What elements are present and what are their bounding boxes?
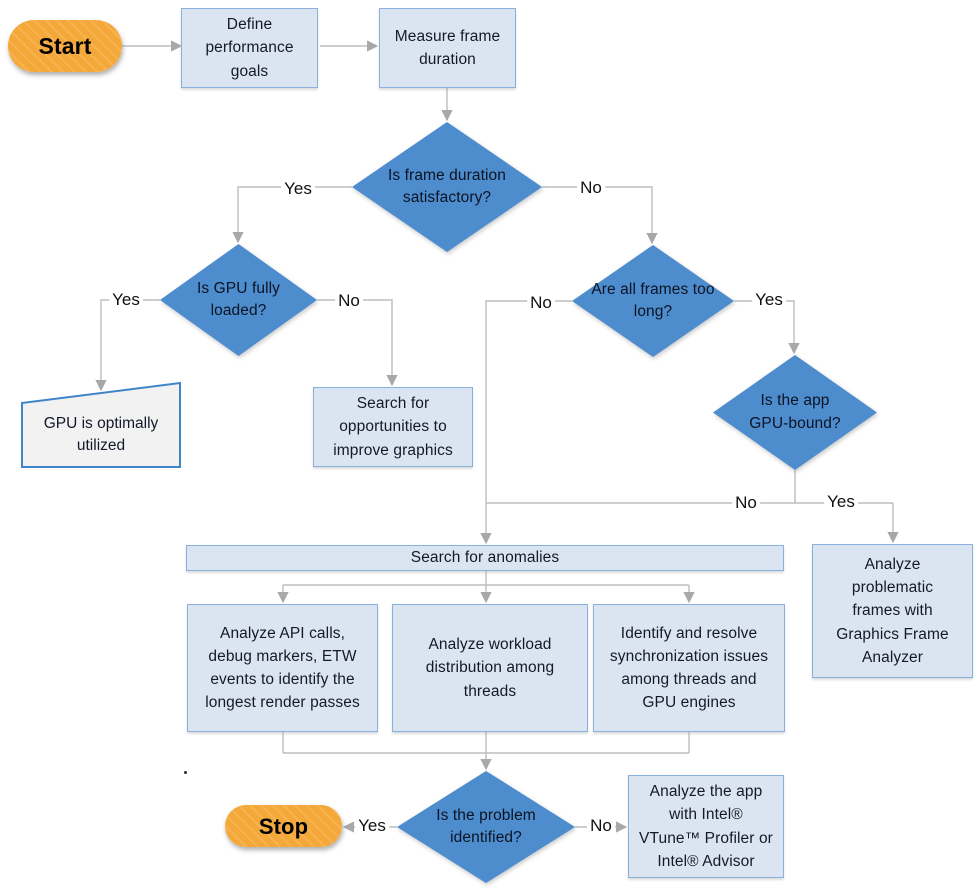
edge-label-d1-no: No bbox=[577, 178, 605, 198]
node-search-opportunities: Search for opportunities to improve grap… bbox=[313, 387, 473, 467]
node-identify-sync-issues: Identify and resolve synchronization iss… bbox=[593, 604, 785, 732]
decision-problem-identified: Is the problem identified? bbox=[397, 771, 575, 883]
decision-all-frames-too-long: Are all frames too long? bbox=[572, 245, 734, 357]
edge-label-d5-no: No bbox=[587, 816, 615, 836]
decision-label: Is frame duration satisfactory? bbox=[387, 166, 506, 206]
decision-label: Is GPU fully loaded? bbox=[196, 279, 281, 319]
gpu-utilized-result-shape bbox=[21, 381, 181, 468]
stray-dot bbox=[184, 771, 187, 774]
node-analyze-api-calls: Analyze API calls, debug markers, ETW ev… bbox=[187, 604, 378, 732]
node-analyze-problematic-frames: Analyze problematic frames with Graphics… bbox=[812, 544, 973, 678]
node-gpu-optimally-utilized: GPU is optimally utilized bbox=[43, 414, 159, 454]
decision-app-gpu-bound: Is the app GPU-bound? bbox=[713, 355, 877, 470]
edge-label-d2-no: No bbox=[335, 291, 363, 311]
node-analyze-with-vtune-advisor: Analyze the app with Intel® VTune™ Profi… bbox=[628, 775, 784, 878]
edge-label-d4-yes: Yes bbox=[824, 492, 858, 512]
node-analyze-workload-distribution: Analyze workload distribution among thre… bbox=[392, 604, 588, 732]
stop-terminator: Stop bbox=[225, 805, 342, 847]
node-search-anomalies: Search for anomalies bbox=[186, 545, 784, 571]
decision-label: Are all frames too long? bbox=[591, 280, 715, 320]
decision-gpu-fully-loaded: Is GPU fully loaded? bbox=[160, 244, 317, 356]
edge-label-d5-yes: Yes bbox=[355, 816, 389, 836]
edge-d2-yes-to-gpu-utilized bbox=[95, 299, 160, 392]
edge-label-d2-yes: Yes bbox=[109, 290, 143, 310]
decision-label: Is the problem identified? bbox=[436, 806, 536, 846]
decision-frame-duration-satisfactory: Is frame duration satisfactory? bbox=[352, 122, 542, 252]
edge-label-d3-no: No bbox=[527, 293, 555, 313]
edge-d3-no-to-anomalies bbox=[480, 300, 572, 545]
start-terminator: Start bbox=[8, 20, 122, 72]
edge-label-d4-no: No bbox=[732, 493, 760, 513]
edge-d2-no-to-search-opportunities bbox=[317, 299, 398, 387]
edge-label-d1-yes: Yes bbox=[281, 179, 315, 199]
node-measure-frame-duration: Measure frame duration bbox=[379, 8, 516, 88]
decision-label: Is the app GPU-bound? bbox=[749, 392, 841, 432]
node-define-performance-goals: Define performance goals bbox=[181, 8, 318, 88]
edge-label-d3-yes: Yes bbox=[752, 290, 786, 310]
